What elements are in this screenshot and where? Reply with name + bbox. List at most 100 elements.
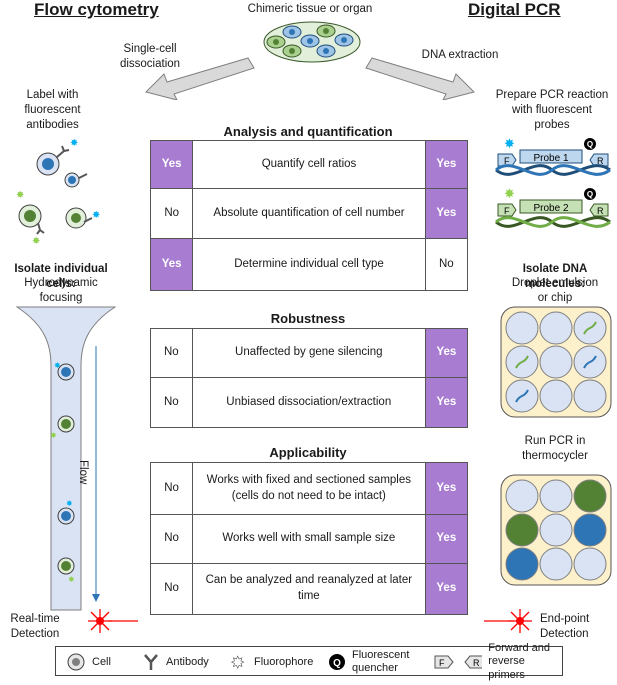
svg-text:✸: ✸ (50, 431, 57, 440)
criterion-text: Can be analyzed and reanalyzed at later … (192, 563, 426, 615)
criterion-text: Determine individual cell type (192, 238, 426, 291)
primer-r-2: R (597, 206, 604, 216)
pcr-cell-value: Yes (424, 377, 469, 428)
quencher-q1: Q (587, 140, 593, 149)
section-title-applicability: Applicability (269, 445, 347, 460)
quencher-q2: Q (587, 190, 593, 199)
criterion-text: Works well with small sample size (192, 514, 426, 564)
legend-box: Cell Antibody ✸ Fluorophore Q Fluorescen… (55, 642, 563, 681)
labeled-cell-green-1: ✸ ✸ (16, 190, 45, 247)
svg-text:✸: ✸ (66, 499, 73, 508)
droplet-chip-2 (500, 474, 612, 586)
pcr-cell-value: Yes (424, 140, 469, 189)
legend-fluorophore: ✸ Fluorophore (230, 647, 314, 677)
svg-text:✸: ✸ (54, 361, 61, 370)
svg-text:✸: ✸ (231, 655, 244, 672)
flow-cell-1: ✸ (54, 361, 75, 381)
left-gray-arrow (145, 57, 255, 100)
legend-cell-label: Cell (92, 656, 111, 668)
svg-text:✸: ✸ (16, 190, 24, 201)
pcr-cell-value: No (424, 238, 469, 291)
quencher-icon: Q (329, 654, 345, 670)
labeled-cell-blue-1: ✸ (36, 138, 78, 176)
flow-cell-value: No (149, 188, 194, 239)
flow-channel: ✸ ✸ ✸ ✸ (16, 306, 116, 611)
labeled-cells-icon: ✸ ✸ ✸ ✸ (16, 138, 100, 247)
right-gray-arrow (365, 57, 475, 100)
legend-primers: F R Forward and reverse primers (434, 642, 562, 681)
legend-quencher: Q Fluorescent quencher (328, 647, 409, 677)
legend-primer-f: F (439, 658, 445, 668)
pcr-cell-value: Yes (424, 462, 469, 515)
svg-text:✸: ✸ (68, 575, 75, 584)
labeled-cell-blue-2 (64, 172, 88, 188)
dissociation-label: Single-cell dissociation (119, 43, 181, 70)
legend-fluorophore-label: Fluorophore (254, 656, 314, 668)
droplet-label: Droplet emulsion or chip (511, 277, 599, 304)
primer-f-2: F (504, 206, 510, 216)
flow-cell-value: No (149, 462, 194, 515)
table-row: No Works with fixed and sectioned sample… (149, 462, 469, 515)
antibody-icon (144, 654, 158, 670)
flow-cell-value: No (150, 328, 193, 378)
legend-antibody-label: Antibody (166, 656, 209, 668)
flow-label: Flow (77, 460, 89, 485)
table-row: No Unaffected by gene silencing Yes (150, 328, 469, 378)
svg-text:✸: ✸ (504, 186, 515, 201)
table-row: No Can be analyzed and reanalyzed at lat… (149, 563, 469, 615)
pcr-cell-value: Yes (424, 188, 469, 239)
table-row: No Works well with small sample size Yes (149, 514, 469, 564)
dna-extraction-label: DNA extraction (421, 49, 499, 61)
svg-text:✸: ✸ (70, 138, 78, 149)
endpoint-detection-label: End-point Detection (540, 613, 590, 640)
droplet-chip-1 (500, 306, 612, 418)
pcr-cell-value: Yes (424, 563, 469, 615)
hydrodynamic-label: Hydrodynamic focusing (24, 277, 98, 304)
flow-cell-value: No (149, 514, 194, 564)
table-row: No Unbiased dissociation/extraction Yes (150, 377, 469, 428)
primer-f-1: F (504, 156, 510, 166)
criterion-text: Unbiased dissociation/extraction (191, 377, 426, 428)
criterion-text: Absolute quantification of cell number (192, 188, 426, 239)
tissue-title: Chimeric tissue or organ (247, 3, 373, 15)
cell-icon (67, 653, 85, 671)
labeled-cell-green-2: ✸ (65, 207, 100, 229)
table-row: Yes Quantify cell ratios Yes (149, 140, 469, 189)
criterion-text: Quantify cell ratios (192, 140, 426, 189)
probe2-label: Probe 2 (533, 203, 568, 214)
flow-cell-value: Yes (149, 238, 194, 291)
criterion-text: Unaffected by gene silencing (191, 328, 426, 378)
table-applicability: No Works with fixed and sectioned sample… (149, 462, 469, 615)
svg-text:✸: ✸ (32, 236, 40, 247)
table-robustness: No Unaffected by gene silencing Yes No U… (150, 328, 469, 428)
legend-cell: Cell (66, 647, 111, 677)
realtime-detection-label: Real-time Detection (10, 613, 60, 640)
digital-pcr-title: Digital PCR (468, 0, 561, 19)
fluorophore-icon: ✸ (231, 655, 245, 672)
pcr-cell-value: Yes (424, 328, 469, 378)
section-title-analysis: Analysis and quantification (223, 124, 393, 139)
table-row: Yes Determine individual cell type No (149, 238, 469, 291)
table-analysis: Yes Quantify cell ratios Yes No Absolute… (149, 140, 469, 291)
primer-r-1: R (597, 156, 604, 166)
legend-primers-label: Forward and reverse primers (488, 642, 551, 681)
run-pcr-label: Run PCR in thermocycler (522, 435, 588, 462)
tissue-icon (263, 21, 361, 63)
probe1-label: Probe 1 (533, 153, 568, 164)
svg-text:✸: ✸ (92, 210, 100, 221)
legend-quencher-label: Fluorescent quencher (352, 648, 410, 674)
prepare-pcr-step: Prepare PCR reaction with fluorescent pr… (495, 89, 609, 131)
flow-cell-2: ✸ (50, 415, 75, 440)
flow-cell-value: No (150, 377, 193, 428)
flow-cell-4: ✸ (57, 557, 75, 584)
isolate-cells-title: Isolate individual cells: (14, 263, 108, 290)
legend-antibody: Antibody (142, 647, 209, 677)
pcr-probes-illustration: ✸ Q Probe 1 F R ✸ Q Probe 2 F R (495, 136, 611, 228)
flow-cell-value: No (149, 563, 194, 615)
label-antibodies-step: Label with fluorescent antibodies (24, 89, 81, 131)
primers-icon: F R (434, 655, 483, 669)
section-title-robustness: Robustness (270, 311, 346, 326)
svg-text:✸: ✸ (504, 136, 515, 151)
laser-icon-left (88, 609, 138, 633)
flow-cytometry-title: Flow cytometry (34, 0, 159, 19)
